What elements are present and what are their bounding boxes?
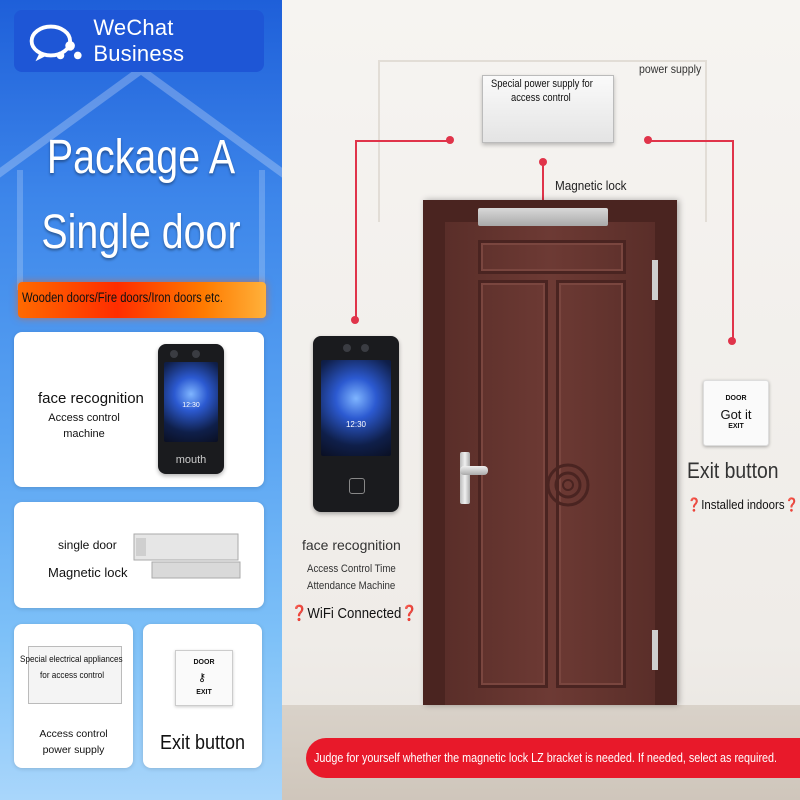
lock-card-line-2: Magnetic lock xyxy=(48,565,128,580)
door-handle-lever xyxy=(460,466,488,475)
wire-dot xyxy=(351,316,359,324)
psu-box-line-1: Special power supply for xyxy=(491,78,593,90)
magnetic-lock-icon xyxy=(133,533,241,579)
brand-header: WeChat Business xyxy=(14,10,264,72)
psu-card-caption-2: power supply xyxy=(42,744,105,756)
power-supply-card[interactable]: Special electrical appliances for access… xyxy=(14,624,133,768)
psu-card-label-2: for access control xyxy=(40,670,105,681)
scene-exit-center-text: Got it xyxy=(720,407,752,422)
camera-dot xyxy=(192,350,200,358)
psu-card-caption-1: Access control xyxy=(39,728,108,740)
camera-dot xyxy=(343,344,351,352)
scene-exit-plate-bottom: EXIT xyxy=(728,423,744,430)
wire-dot xyxy=(644,136,652,144)
card-reader-icon xyxy=(349,478,365,494)
scene-face-device: 12:30 xyxy=(313,336,399,512)
wire xyxy=(732,140,734,340)
exit-card-label: Exit button xyxy=(159,732,246,754)
headline-package: Package A xyxy=(46,131,236,184)
exit-button-card[interactable]: DOOR ⚷ EXIT Exit button xyxy=(143,624,262,768)
magnetic-lock-label: Magnetic lock xyxy=(555,178,627,193)
wire xyxy=(355,140,450,142)
wechat-work-logo-icon xyxy=(29,24,82,62)
scene-device-time: 12:30 xyxy=(345,420,367,429)
scene-magnetic-lock xyxy=(478,208,608,226)
wire-dot xyxy=(446,136,454,144)
face-card-title: face recognition xyxy=(38,390,144,407)
door-type-ribbon xyxy=(18,282,266,318)
key-icon: ⚷ xyxy=(198,672,207,684)
psu-card-label-1: Special electrical appliances xyxy=(20,654,123,665)
door-top-panel xyxy=(478,240,626,274)
headline-single-door: Single door xyxy=(41,206,241,259)
notice-text: Judge for yourself whether the magnetic … xyxy=(314,750,778,765)
scene-device-title: face recognition xyxy=(302,537,401,553)
scene-exit-button: DOOR Got it EXIT xyxy=(703,380,769,446)
power-supply-label: power supply xyxy=(639,62,702,76)
door-ring-ornament xyxy=(546,463,590,507)
psu-box-line-2: access control xyxy=(511,92,571,104)
face-device-image: 12:30 mouth xyxy=(158,344,224,474)
face-recognition-card[interactable]: face recognition Access control machine … xyxy=(14,332,264,487)
exit-plate-top: DOOR xyxy=(193,659,215,666)
device-time: 12:30 xyxy=(182,402,200,409)
exit-plate-image: DOOR ⚷ EXIT xyxy=(175,650,233,706)
scene-exit-title: Exit button xyxy=(687,458,779,483)
door-left-panel xyxy=(478,280,548,688)
wifi-connected-label: ❓WiFi Connected❓ xyxy=(291,605,418,622)
brand-name: WeChat Business xyxy=(93,15,185,66)
face-card-subtitle-1: Access control xyxy=(48,412,120,424)
scene-power-supply-box: Special power supply for access control xyxy=(482,75,614,143)
magnetic-lock-card[interactable]: single door Magnetic lock xyxy=(14,502,264,608)
camera-dot xyxy=(361,344,369,352)
wire xyxy=(542,162,544,212)
wire xyxy=(355,140,357,318)
device-label: mouth xyxy=(175,454,207,466)
notice-banner xyxy=(306,738,800,778)
scene-device-line-2: Attendance Machine xyxy=(307,580,396,592)
door-hinge xyxy=(652,260,658,300)
wire xyxy=(648,140,734,142)
face-card-subtitle-2: machine xyxy=(63,428,105,440)
scene-exit-note: ❓Installed indoors❓ xyxy=(687,497,799,512)
scene-device-line-1: Access Control Time xyxy=(307,563,396,575)
camera-dot xyxy=(170,350,178,358)
scene-device-screen: 12:30 xyxy=(321,360,391,456)
door-type-text: Wooden doors/Fire doors/Iron doors etc. xyxy=(22,290,223,305)
power-supply-image xyxy=(28,646,122,704)
scene-exit-plate-top: DOOR xyxy=(725,395,747,402)
wire-dot xyxy=(539,158,547,166)
door-handle-plate xyxy=(460,452,470,504)
lock-card-line-1: single door xyxy=(58,538,117,552)
exit-plate-bottom: EXIT xyxy=(196,689,212,696)
door-hinge xyxy=(652,630,658,670)
device-screen: 12:30 xyxy=(164,362,218,442)
wire-dot xyxy=(728,337,736,345)
